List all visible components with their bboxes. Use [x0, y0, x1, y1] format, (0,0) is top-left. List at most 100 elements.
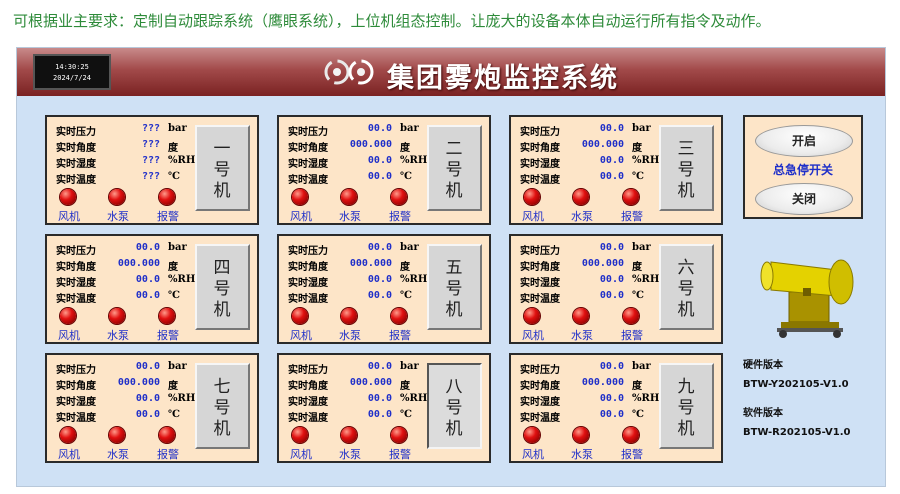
pump-status-lamp-icon — [573, 427, 589, 443]
hardware-version-value: BTW-Y202105-V1.0 — [743, 379, 849, 390]
temperature-unit: ℃ — [400, 409, 412, 420]
angle-unit: 度 — [632, 381, 642, 392]
fan-status-lamp-icon — [292, 427, 308, 443]
page-caption: 可根据业主要求：定制自动跟踪系统（鹰眼系统），上位机组态控制。让庞大的设备本体自… — [13, 12, 771, 30]
swirl-logo-icon — [324, 59, 374, 85]
temperature-unit: ℃ — [632, 409, 644, 420]
software-version-value: BTW-R202105-V1.0 — [743, 427, 851, 438]
pump-lamp-label: 水泵 — [339, 448, 361, 461]
humidity-label: 实时湿度 — [520, 278, 560, 289]
angle-unit: 度 — [632, 143, 642, 154]
angle-value: 000.000 — [581, 377, 624, 388]
alarm-lamp-label: 报警 — [389, 329, 411, 342]
pump-lamp-label: 水泵 — [571, 210, 593, 223]
start-button[interactable]: 开启 — [755, 125, 853, 157]
fan-lamp-label: 风机 — [290, 448, 312, 461]
pressure-value: ??? — [141, 123, 160, 134]
fan-status-lamp-icon — [292, 189, 308, 205]
temperature-unit: ℃ — [168, 171, 180, 182]
angle-unit: 度 — [168, 381, 178, 392]
pump-status-lamp-icon — [109, 189, 125, 205]
fan-lamp-label: 风机 — [522, 448, 544, 461]
angle-unit: 度 — [632, 262, 642, 273]
machine-2-button[interactable]: 二号机 — [427, 125, 482, 211]
fan-lamp-label: 风机 — [58, 329, 80, 342]
pump-lamp-label: 水泵 — [107, 210, 129, 223]
pressure-label: 实时压力 — [520, 127, 560, 138]
machine-3-button[interactable]: 三号机 — [659, 125, 714, 211]
machine-name: 六号机 — [673, 258, 694, 321]
angle-value: 000.000 — [581, 139, 624, 150]
humidity-label: 实时湿度 — [520, 397, 560, 408]
machine-6-button[interactable]: 六号机 — [659, 244, 714, 330]
pressure-unit: bar — [400, 361, 419, 372]
machine-4-button[interactable]: 四号机 — [195, 244, 250, 330]
pressure-value: 00.0 — [367, 361, 392, 372]
temperature-value: 00.0 — [135, 290, 160, 301]
pressure-label: 实时压力 — [56, 365, 96, 376]
angle-value: 000.000 — [349, 258, 392, 269]
pressure-label: 实时压力 — [56, 127, 96, 138]
humidity-label: 实时湿度 — [288, 278, 328, 289]
pump-lamp-label: 水泵 — [107, 448, 129, 461]
pressure-label: 实时压力 — [520, 365, 560, 376]
angle-label: 实时角度 — [56, 381, 96, 392]
humidity-unit: %RH — [632, 393, 660, 404]
stop-button[interactable]: 关闭 — [755, 183, 853, 215]
angle-label: 实时角度 — [288, 143, 328, 154]
angle-label: 实时角度 — [56, 262, 96, 273]
fan-lamp-label: 风机 — [58, 448, 80, 461]
app-title: 集团雾炮监控系统 — [387, 63, 619, 94]
temperature-value: 00.0 — [367, 290, 392, 301]
machine-name: 七号机 — [209, 377, 230, 440]
angle-unit: 度 — [400, 381, 410, 392]
temperature-label: 实时温度 — [56, 413, 96, 424]
temperature-label: 实时温度 — [56, 294, 96, 305]
clock-display: 14:30:25 2024/7/24 — [33, 54, 111, 90]
pump-status-lamp-icon — [109, 308, 125, 324]
pump-lamp-label: 水泵 — [339, 329, 361, 342]
angle-label: 实时角度 — [520, 381, 560, 392]
temperature-value: 00.0 — [367, 409, 392, 420]
pressure-value: 00.0 — [135, 242, 160, 253]
clock-date: 2024/7/24 — [53, 74, 91, 82]
hardware-version-title: 硬件版本 — [743, 360, 783, 371]
machine-8-button[interactable]: 八号机 — [427, 363, 482, 449]
software-version-title: 软件版本 — [743, 408, 783, 419]
pressure-unit: bar — [400, 242, 419, 253]
humidity-value: 00.0 — [367, 274, 392, 285]
pump-status-lamp-icon — [341, 308, 357, 324]
humidity-unit: %RH — [168, 274, 196, 285]
fan-status-lamp-icon — [524, 308, 540, 324]
pump-lamp-label: 水泵 — [571, 329, 593, 342]
machine-5-button[interactable]: 五号机 — [427, 244, 482, 330]
humidity-value: 00.0 — [367, 155, 392, 166]
angle-value: 000.000 — [117, 377, 160, 388]
machine-name: 五号机 — [441, 258, 462, 321]
fan-status-lamp-icon — [524, 427, 540, 443]
temperature-label: 实时温度 — [520, 294, 560, 305]
machine-name: 八号机 — [441, 377, 462, 440]
temperature-unit: ℃ — [400, 171, 412, 182]
humidity-value: 00.0 — [599, 155, 624, 166]
machine-7-button[interactable]: 七号机 — [195, 363, 250, 449]
alarm-status-lamp-icon — [159, 427, 175, 443]
temperature-unit: ℃ — [632, 290, 644, 301]
humidity-unit: %RH — [168, 155, 196, 166]
pressure-label: 实时压力 — [288, 246, 328, 257]
angle-unit: 度 — [400, 143, 410, 154]
machine-1-button[interactable]: 一号机 — [195, 125, 250, 211]
clock-time: 14:30:25 — [55, 63, 89, 71]
machine-name: 四号机 — [209, 258, 230, 321]
pressure-value: 00.0 — [367, 123, 392, 134]
pressure-value: 00.0 — [599, 123, 624, 134]
pump-lamp-label: 水泵 — [339, 210, 361, 223]
machine-9-button[interactable]: 九号机 — [659, 363, 714, 449]
temperature-value: 00.0 — [599, 409, 624, 420]
alarm-lamp-label: 报警 — [621, 448, 643, 461]
fan-status-lamp-icon — [292, 308, 308, 324]
pressure-value: 00.0 — [135, 361, 160, 372]
